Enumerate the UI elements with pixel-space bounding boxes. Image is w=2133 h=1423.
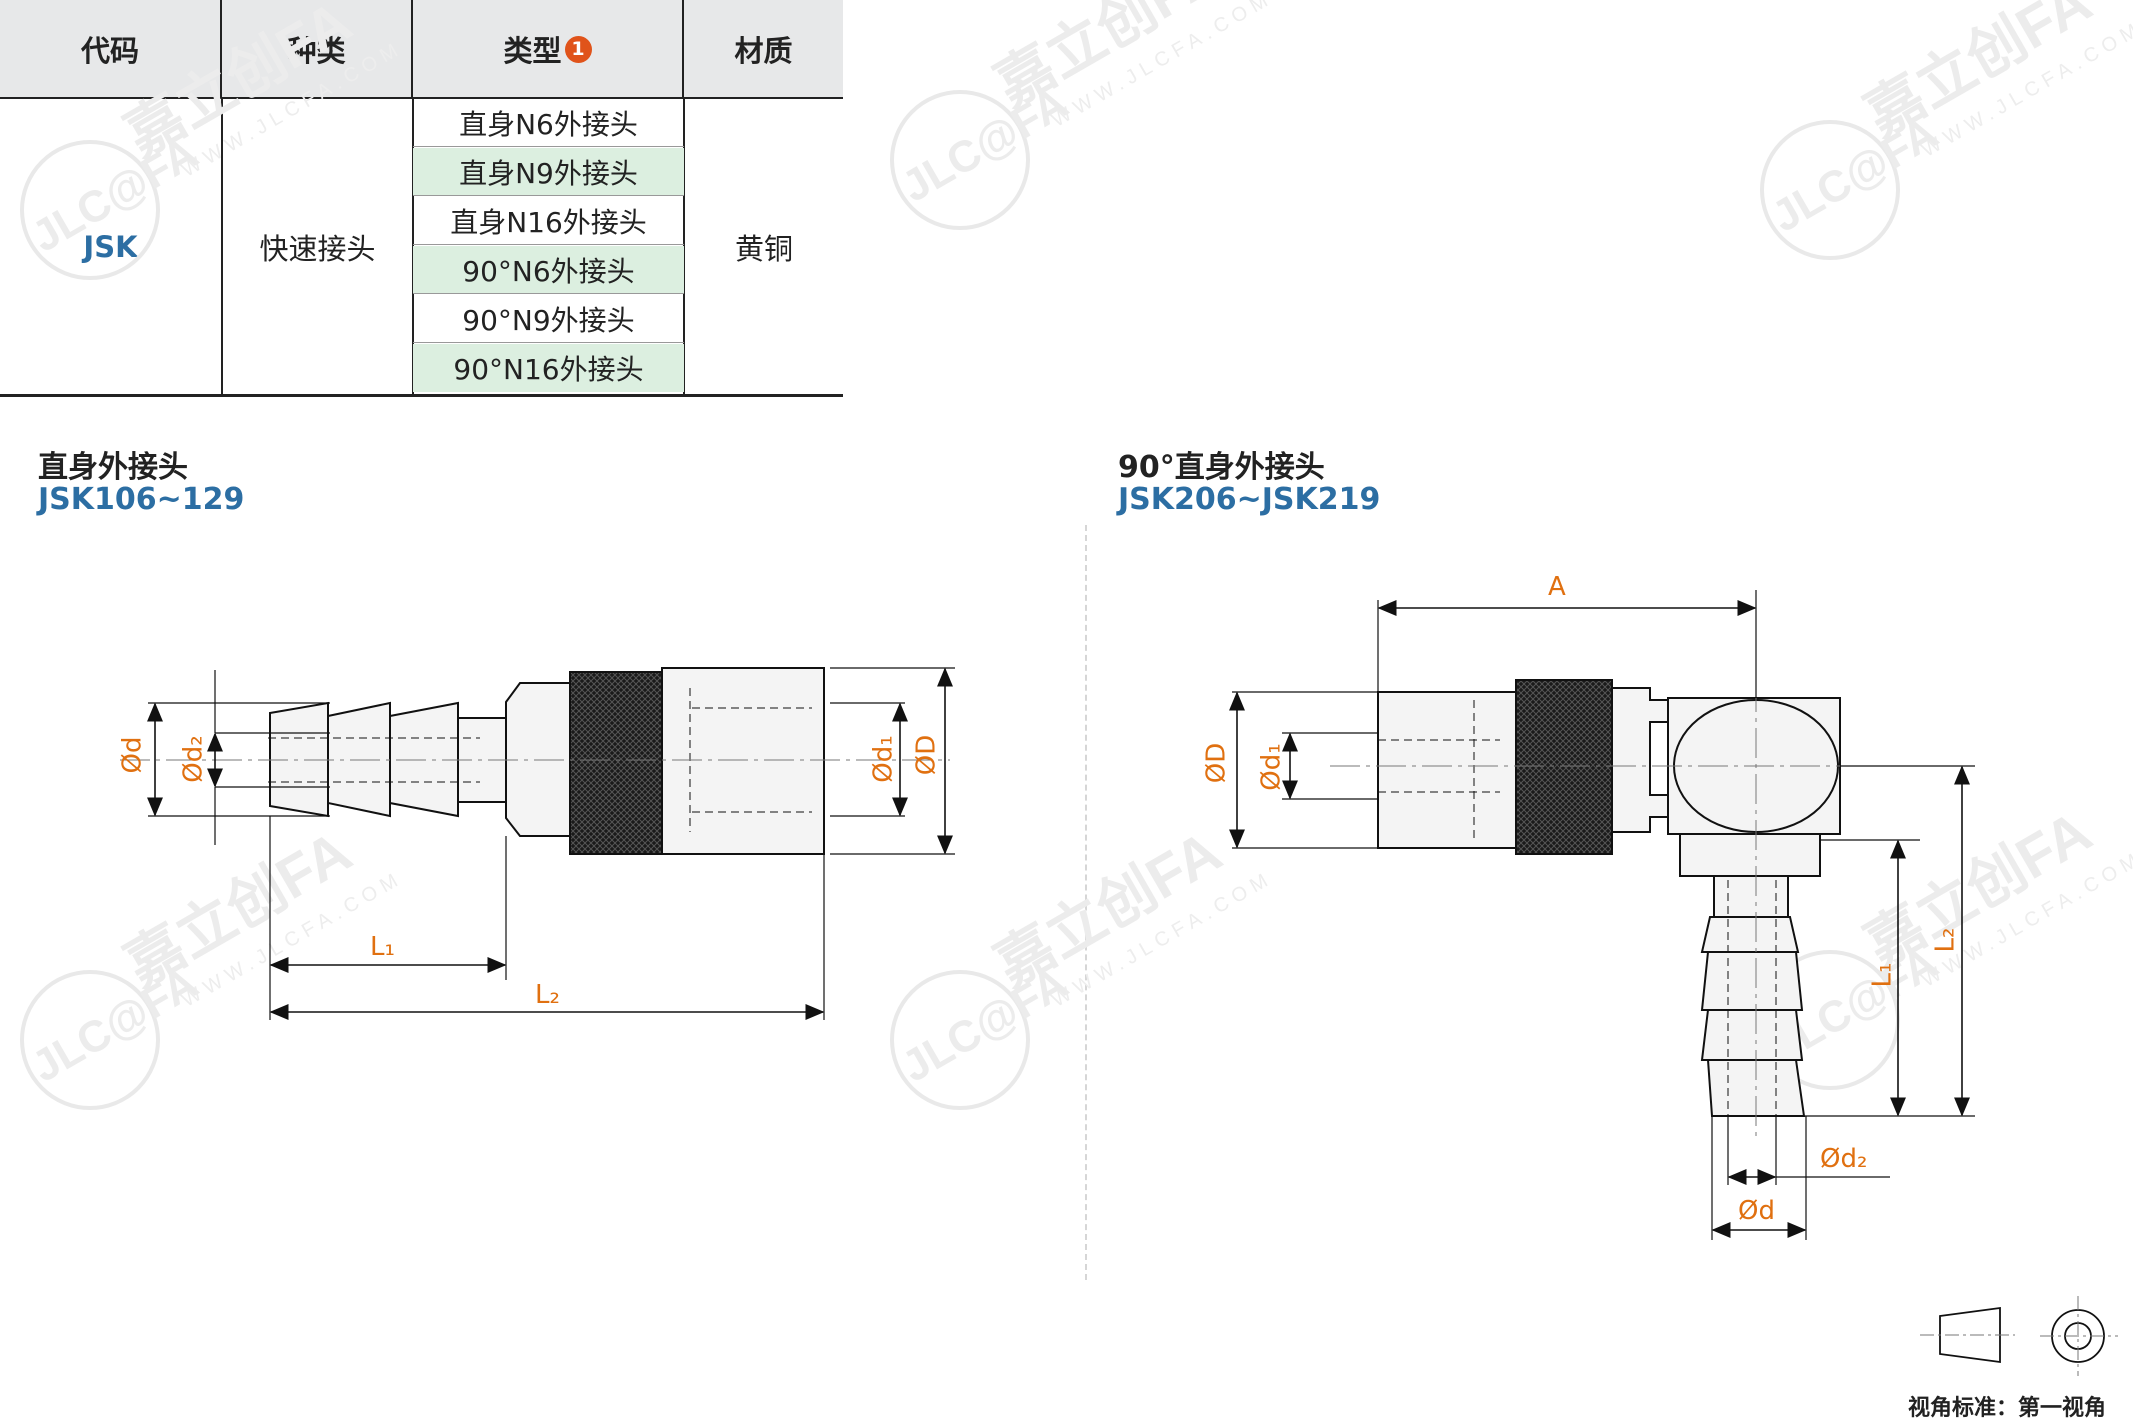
dim-d2-label: Ød₂ (1820, 1144, 1868, 1174)
dim-L2-label: L₂ (535, 980, 560, 1010)
column-divider (683, 98, 685, 394)
table-bottom-rule (0, 394, 843, 397)
type-row: 直身N9外接头 (413, 148, 684, 196)
header-material-label: 材质 (734, 34, 793, 68)
projection-standard-label: 视角标准：第一视角 (1908, 1396, 2107, 1421)
straight-section-range: JSK106~129 (38, 482, 245, 517)
type-row: 直身N6外接头 (413, 99, 684, 147)
column-divider (221, 98, 223, 394)
header-type-label: 类型 (503, 34, 562, 68)
elbow-section-title: 90°直身外接头 (1118, 450, 1325, 485)
header-code-label: 代码 (80, 34, 139, 68)
type-row: 直身N16外接头 (413, 197, 684, 245)
material-cell: 黄铜 (734, 231, 793, 266)
header-material: 材质 (684, 0, 843, 98)
elbow-section-range: JSK206~JSK219 (1118, 482, 1381, 517)
note-badge: 1 (564, 35, 592, 63)
type-row: 90°N6外接头 (413, 246, 684, 294)
straight-section-title: 直身外接头 (38, 450, 188, 485)
type-row: 90°N9外接头 (413, 295, 684, 343)
dim-A-label: A (1548, 572, 1566, 602)
dim-L1-label: L₁ (370, 932, 395, 962)
header-rule (0, 97, 843, 99)
dim-d-label: Ød (1738, 1196, 1775, 1226)
type-row: 90°N16外接头 (413, 344, 684, 392)
category-cell: 快速接头 (259, 231, 376, 266)
